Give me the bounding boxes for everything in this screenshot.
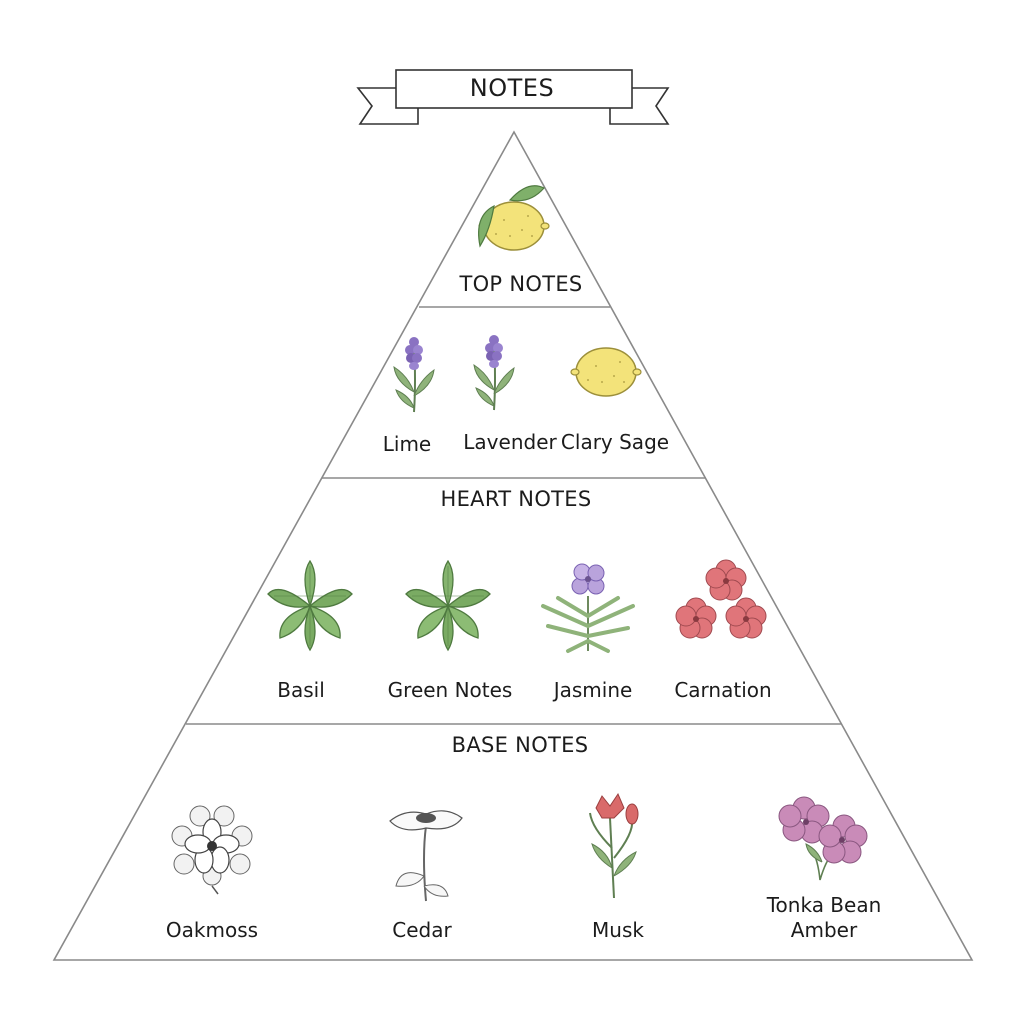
- cedar-flower-icon: [389, 809, 463, 902]
- tier-name-base: BASE NOTES: [451, 733, 589, 757]
- note-label-basil: Basil: [277, 678, 325, 702]
- tier-name-heart: HEART NOTES: [440, 487, 592, 511]
- note-label-green-notes: Green Notes: [387, 678, 513, 702]
- note-label-lavender: Lavender: [463, 430, 557, 454]
- lavender-sprig-icon: [473, 334, 515, 411]
- oakmoss-flower-icon: [171, 805, 253, 895]
- jasmine-flower-icon: [541, 562, 635, 653]
- green-leaves-icon: [405, 560, 491, 651]
- basil-leaves-icon: [267, 560, 353, 651]
- tier-name-top: TOP NOTES: [459, 272, 583, 296]
- note-label-oakmoss: Oakmoss: [165, 918, 259, 942]
- lavender-sprig-icon: [393, 336, 435, 413]
- title-ribbon: [356, 69, 670, 125]
- tonka-flower-icon: [778, 796, 868, 881]
- note-label-tonka-bean-amber: Tonka Bean Amber: [766, 893, 882, 942]
- note-label-cedar: Cedar: [392, 918, 452, 942]
- note-label-carnation: Carnation: [674, 678, 772, 702]
- carnation-flower-icon: [675, 559, 767, 639]
- diagram-title: NOTES: [469, 74, 555, 102]
- musk-flower-icon: [589, 793, 639, 899]
- lemon-icon: [570, 347, 642, 397]
- note-label-musk: Musk: [592, 918, 644, 942]
- lemon-icon: [478, 185, 550, 251]
- note-label-lime: Lime: [382, 432, 432, 456]
- pyramid-outline: [52, 130, 974, 961]
- note-label-jasmine: Jasmine: [553, 678, 633, 702]
- note-label-clary-sage: Clary Sage: [560, 430, 670, 454]
